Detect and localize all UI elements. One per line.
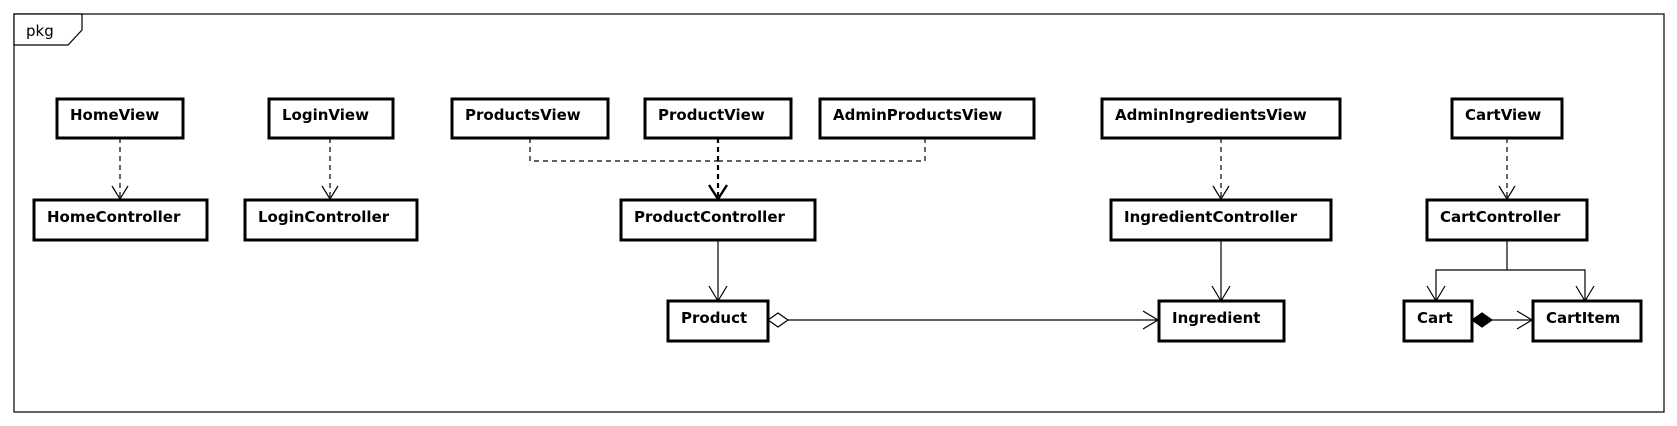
- class-label: Cart: [1417, 309, 1453, 327]
- dependency-loginview-logincontroller: [321, 138, 339, 201]
- class-label: Product: [681, 309, 747, 327]
- class-label: AdminIngredientsView: [1115, 106, 1307, 124]
- association-cartcontroller-cart: [1426, 240, 1508, 303]
- class-label: LoginView: [282, 106, 369, 124]
- class-label: CartController: [1440, 208, 1561, 226]
- association-ingredientcontroller-ingredient: [1211, 240, 1231, 303]
- class-label: CartView: [1465, 106, 1541, 124]
- package-frame: pkg: [13, 13, 1665, 413]
- composition-cart-cartitem: [1470, 310, 1534, 330]
- association-cartcontroller-cartitem: [1507, 269, 1595, 303]
- class-logincontroller[interactable]: LoginController: [243, 198, 419, 242]
- class-nodes: HomeView HomeController LoginView LoginC…: [32, 97, 1643, 343]
- class-label: AdminProductsView: [833, 106, 1003, 124]
- dependency-productview-productcontroller: [707, 138, 729, 202]
- class-label: ProductController: [634, 208, 785, 226]
- filled-diamond-icon: [1470, 312, 1494, 328]
- class-productview[interactable]: ProductView: [643, 97, 793, 140]
- class-label: LoginController: [258, 208, 390, 226]
- dependency-productsview-productcontroller: [529, 138, 718, 162]
- class-productsview[interactable]: ProductsView: [450, 97, 610, 140]
- package-label: pkg: [26, 22, 54, 40]
- package-boundary: [13, 13, 1665, 413]
- class-homecontroller[interactable]: HomeController: [32, 198, 209, 242]
- dependency-cartview-cartcontroller: [1498, 138, 1516, 201]
- class-label: CartItem: [1546, 309, 1620, 327]
- class-label: ProductsView: [465, 106, 581, 124]
- hollow-diamond-icon: [766, 312, 790, 328]
- class-product[interactable]: Product: [666, 299, 770, 343]
- class-adminingredientsview[interactable]: AdminIngredientsView: [1100, 97, 1342, 140]
- class-cartitem[interactable]: CartItem: [1531, 299, 1643, 343]
- class-ingredientcontroller[interactable]: IngredientController: [1109, 198, 1333, 242]
- dependency-homeview-homecontroller: [111, 138, 129, 201]
- class-cartcontroller[interactable]: CartController: [1425, 198, 1589, 242]
- aggregation-product-ingredient: [766, 310, 1160, 330]
- class-homeview[interactable]: HomeView: [55, 97, 185, 140]
- class-ingredient[interactable]: Ingredient: [1157, 299, 1286, 343]
- class-label: Ingredient: [1172, 309, 1260, 327]
- dependency-adminproductsview-productcontroller: [718, 138, 926, 162]
- class-label: IngredientController: [1124, 208, 1298, 226]
- class-cart[interactable]: Cart: [1402, 299, 1474, 343]
- class-productcontroller[interactable]: ProductController: [619, 198, 817, 242]
- class-label: ProductView: [658, 106, 765, 124]
- dependency-adminingredientsview-ingredientcontroller: [1212, 138, 1230, 201]
- class-adminproductsview[interactable]: AdminProductsView: [818, 97, 1036, 140]
- package-tab: [13, 13, 83, 46]
- association-productcontroller-product: [708, 240, 728, 303]
- class-label: HomeController: [47, 208, 181, 226]
- class-cartview[interactable]: CartView: [1450, 97, 1564, 140]
- class-loginview[interactable]: LoginView: [267, 97, 395, 140]
- class-label: HomeView: [70, 106, 159, 124]
